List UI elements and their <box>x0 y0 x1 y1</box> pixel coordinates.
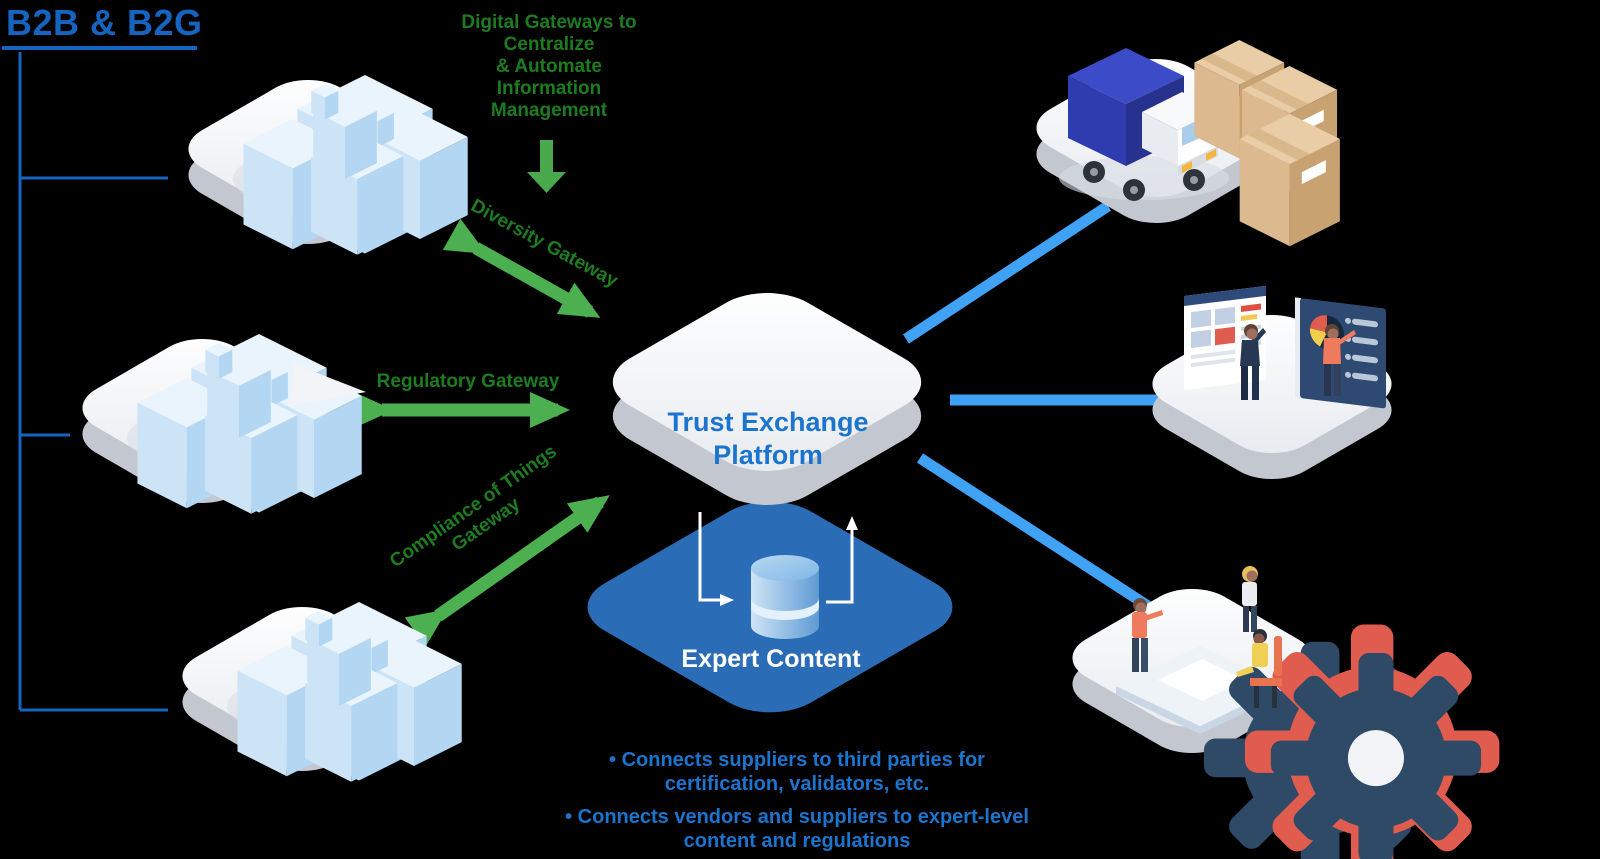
platform-title: Trust Exchange Platform <box>667 407 869 470</box>
tile-team <box>1053 566 1500 859</box>
down-arrow-icon <box>527 140 566 193</box>
diversity-gateway-arrow <box>442 218 601 318</box>
notes-block: • Connects suppliers to third parties fo… <box>527 748 1067 859</box>
note-suppliers: • Connects suppliers to third parties fo… <box>609 749 985 795</box>
platform-tile <box>612 293 922 505</box>
standing-person-icon <box>1132 598 1163 672</box>
tile-b2b-city-top <box>168 55 453 270</box>
tile-analytics <box>1133 285 1411 490</box>
tile-b2b-city-middle <box>62 312 366 530</box>
connection-line-truck <box>902 201 1112 344</box>
expert-content-label: Expert Content <box>681 645 861 673</box>
connection-line-team <box>917 453 1151 611</box>
intro-note: Digital Gateways to Centralize & Automat… <box>461 12 637 121</box>
presentation-boards-icon <box>1184 285 1386 409</box>
page-title: B2B & B2G <box>6 2 203 43</box>
compliance-gateway-arrow <box>404 495 610 647</box>
pointer-shape <box>290 364 366 406</box>
b2b-bracket-connector <box>18 52 168 712</box>
note-vendors: • Connects vendors and suppliers to expe… <box>565 806 1029 852</box>
title-underline <box>2 46 197 50</box>
database-icon <box>751 555 819 639</box>
analyst-person-icon <box>1323 324 1356 396</box>
woman-person-icon <box>1242 566 1258 632</box>
tile-logistics <box>1017 40 1340 247</box>
regulatory-gateway-label: Regulatory Gateway <box>376 371 560 392</box>
tile-b2b-city-bottom <box>162 582 447 797</box>
seated-person-icon <box>1236 629 1282 708</box>
presenter-person-icon <box>1240 324 1266 400</box>
